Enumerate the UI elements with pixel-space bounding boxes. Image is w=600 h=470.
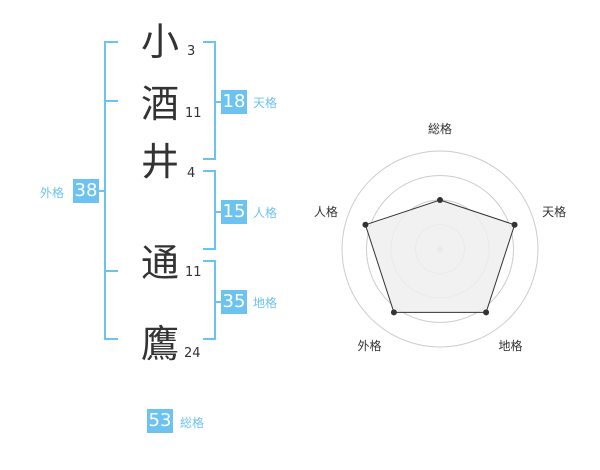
radar-ring-4 <box>341 150 539 348</box>
gaikaku-badge: 38 <box>73 179 99 203</box>
tenkaku-bracket-top <box>203 41 216 43</box>
radar-polygon <box>364 199 516 313</box>
gaikaku-bracket-top <box>104 41 118 43</box>
jinkaku-bracket-top <box>203 170 216 172</box>
radar-point-5 <box>362 221 369 228</box>
radar-point-4 <box>390 309 397 316</box>
name-char-4: 通 <box>140 241 179 285</box>
tenkaku-label: 天格 <box>253 96 278 110</box>
gaikaku-bracket-vertical <box>104 41 106 340</box>
tenkaku-bracket-vertical <box>214 41 216 160</box>
soukaku-badge: 53 <box>147 409 173 433</box>
tenkaku-badge: 18 <box>221 90 247 114</box>
tenkaku-bracket-bottom <box>203 158 216 160</box>
radar-axis-label-2: 天格 <box>542 204 566 219</box>
name-char-5: 鷹 <box>140 322 179 366</box>
jinkaku-bracket-stem <box>215 211 222 213</box>
chikaku-bracket-vertical <box>214 260 216 340</box>
jinkaku-badge: 15 <box>221 200 247 224</box>
jinkaku-label: 人格 <box>253 206 278 220</box>
radar-axis-label-3: 地格 <box>498 338 522 353</box>
stroke-count-1: 3 <box>187 44 196 59</box>
gaikaku-label: 外格 <box>40 186 65 200</box>
name-char-1: 小 <box>140 20 179 64</box>
tenkaku-bracket-stem <box>215 101 222 103</box>
radar-point-3 <box>483 309 490 316</box>
radar-ring-3 <box>366 175 514 323</box>
stroke-count-5: 24 <box>184 346 201 361</box>
name-char-2: 酒 <box>140 82 179 126</box>
chikaku-bracket-bottom <box>203 338 216 340</box>
gaikaku-bracket-mid1 <box>104 100 118 102</box>
gaikaku-bracket-stem <box>99 190 105 192</box>
jinkaku-bracket-bottom <box>203 248 216 250</box>
gaikaku-bracket-bottom <box>104 338 118 340</box>
chikaku-badge: 35 <box>221 290 247 314</box>
chikaku-label: 地格 <box>253 296 278 310</box>
chikaku-bracket-top <box>203 260 216 262</box>
radar-axis-label-4: 外格 <box>357 338 381 353</box>
chikaku-bracket-stem <box>215 301 222 303</box>
jinkaku-bracket-vertical <box>214 170 216 250</box>
radar-axis-label-5: 人格 <box>314 204 338 219</box>
radar-axis-label-1: 総格 <box>428 121 452 136</box>
radar-point-2 <box>511 221 518 228</box>
radar-point-1 <box>437 197 443 203</box>
stroke-count-3: 4 <box>187 166 196 181</box>
stroke-count-2: 11 <box>185 106 202 121</box>
gaikaku-bracket-mid2 <box>104 270 118 272</box>
stroke-count-4: 11 <box>185 265 202 280</box>
name-char-3: 井 <box>140 140 179 184</box>
soukaku-label: 総格 <box>180 416 205 430</box>
